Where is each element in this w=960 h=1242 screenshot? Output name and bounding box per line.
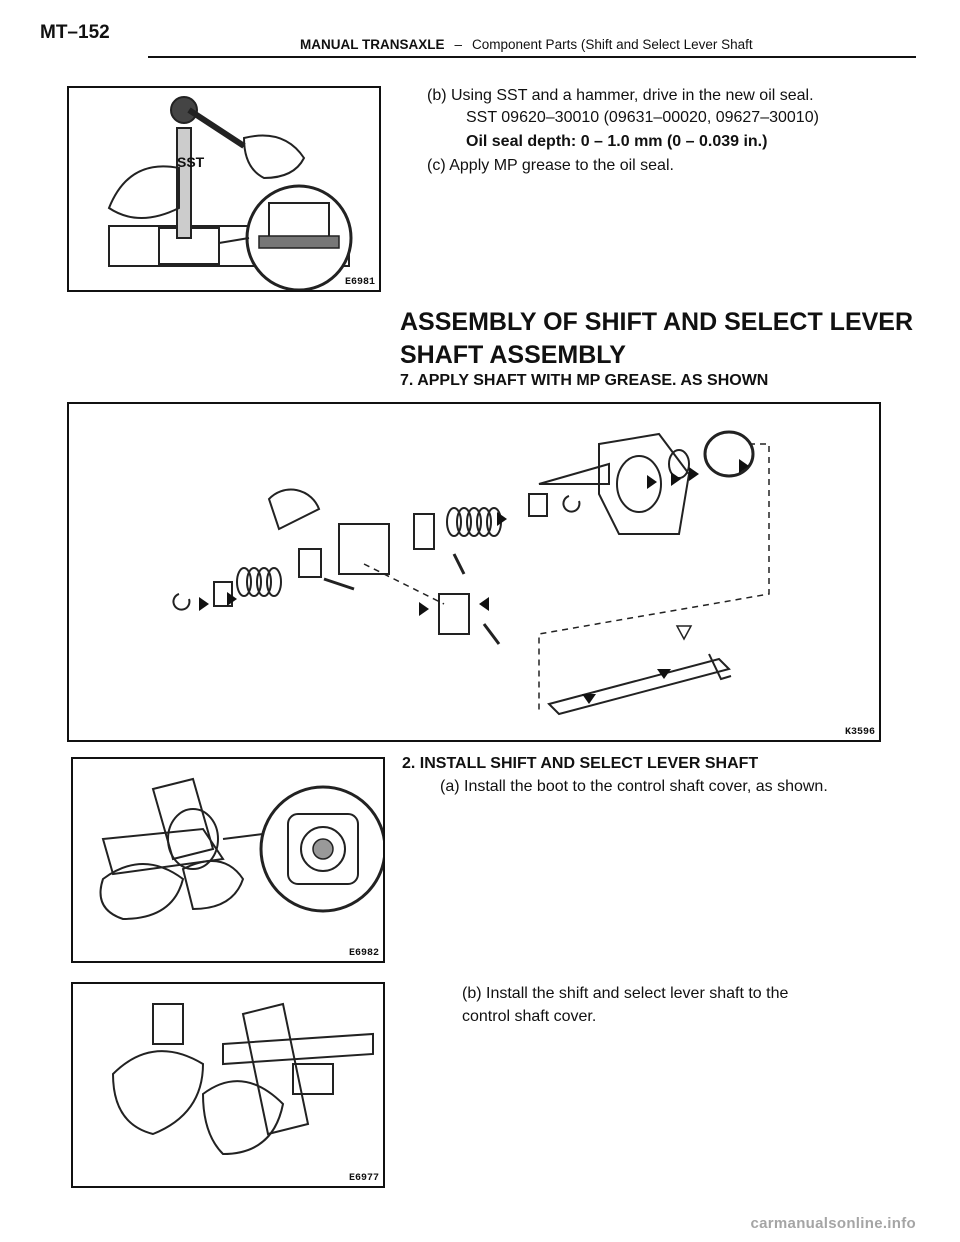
figure-code: K3596 [844,727,875,738]
step-2a: (a) Install the boot to the control shaf… [440,778,828,795]
header-rule [148,56,916,58]
page-number: MT–152 [40,22,110,43]
step-2: 2. INSTALL SHIFT AND SELECT LEVER SHAFT [402,755,759,772]
running-header: MANUAL TRANSAXLE–Component Parts (Shift … [300,37,753,52]
step-2b-line1: (b) Install the shift and select lever s… [462,985,789,1002]
oil-seal-drive-illustration [107,96,353,290]
step-2b-line2: control shaft cover. [462,1008,597,1025]
watermark: carmanualsonline.info [750,1215,916,1232]
exploded-view-illustration [172,430,770,716]
assembly-heading-line1: ASSEMBLY OF SHIFT AND SELECT LEVER [400,308,914,336]
header-separator: – [454,37,463,52]
figure-oil-seal-drive: SST E6981 [67,86,381,292]
step-c-grease: (c) Apply MP grease to the oil seal. [427,157,674,174]
step-b-sst: SST 09620–30010 (09631–00020, 09627–3001… [466,109,819,126]
assembly-heading: ASSEMBLY OF SHIFT AND SELECT LEVER SHAFT… [400,306,913,372]
boot-install-illustration [99,777,383,921]
header-subsection: Component Parts (Shift and Select Lever … [472,37,753,52]
figure-shaft-install: E6977 [71,982,385,1188]
figure-boot-install: E6982 [71,757,385,963]
sst-label: SST [177,154,205,170]
assembly-heading-line2: SHAFT ASSEMBLY [400,341,626,369]
figure-code: E6981 [344,277,375,288]
step-b-drive: (b) Using SST and a hammer, drive in the… [427,87,814,104]
figure-code: E6977 [348,1173,379,1184]
step-7: 7. APPLY SHAFT WITH MP GREASE. AS SHOWN [400,372,769,389]
figure-exploded-view: K3596 [67,402,881,742]
shaft-install-illustration [111,1002,374,1156]
figure-code: E6982 [348,948,379,959]
header-section: MANUAL TRANSAXLE [300,37,445,52]
step-b-depth: Oil seal depth: 0 – 1.0 mm (0 – 0.039 in… [466,133,768,150]
